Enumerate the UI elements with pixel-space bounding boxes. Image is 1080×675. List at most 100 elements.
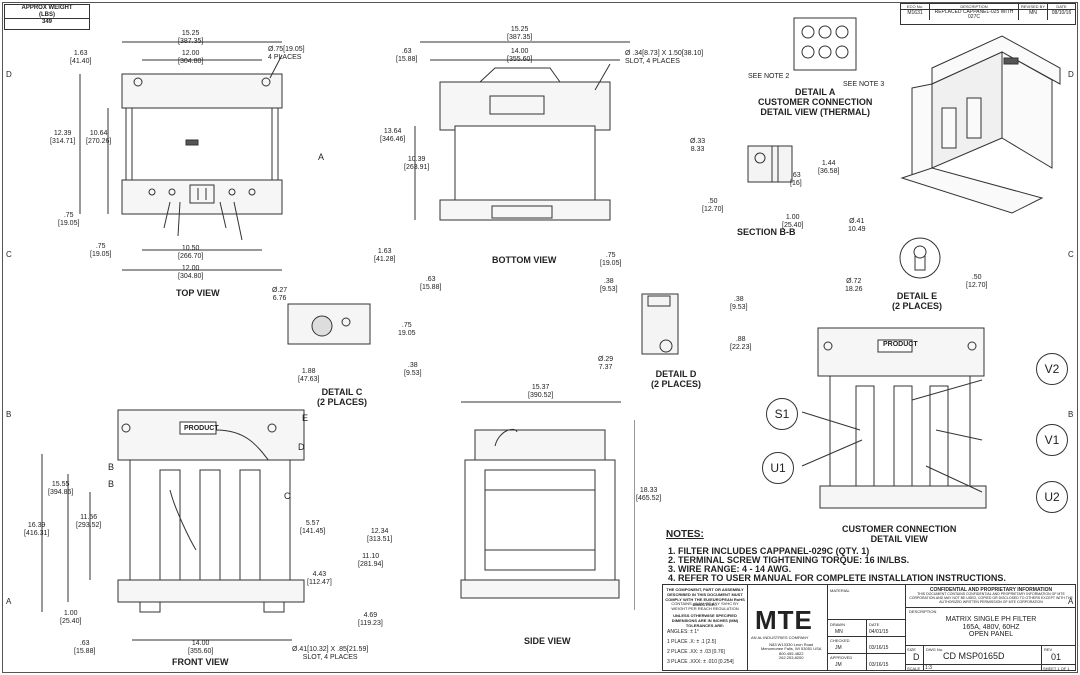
- bottom-h-inner: 10.39[263.91]: [404, 156, 430, 172]
- detail-c-drawing: [287, 303, 371, 345]
- tb-dwg-label: DWG No.: [926, 647, 944, 652]
- detail-c-label: DETAIL C (2 PLACES): [317, 387, 368, 407]
- front-callout-d: D: [298, 442, 305, 452]
- weight-box: APPROX WEIGHT (LBS) 349: [4, 4, 90, 30]
- detail-c-width: 1.88[47.63]: [298, 368, 320, 384]
- front-mid: 5.57[141.45]: [300, 520, 326, 536]
- detail-e-drawing: [899, 237, 941, 279]
- grid-letter-right-a: A: [1068, 597, 1074, 606]
- top-base-w: 12.00[304.80]: [178, 265, 204, 281]
- customer-connection-drawing: [801, 327, 987, 509]
- detail-d-hole: Ø.29 7.37: [598, 356, 614, 372]
- tb-scale-label: SCALE: [907, 666, 921, 671]
- side-view-drawing: [460, 401, 635, 610]
- front-foot-r: 4.69[119.23]: [358, 612, 383, 628]
- tb-size: D: [913, 652, 920, 662]
- section-bb-h2: .63[16]: [790, 172, 802, 188]
- tb-rev-label: REV: [1044, 647, 1053, 652]
- mte-logo: MTE: [755, 605, 813, 635]
- front-h-body: 15.55[394.86]: [48, 481, 74, 497]
- weight-value: 349: [41, 19, 52, 26]
- bottom-left-edge: .63[15.88]: [396, 48, 418, 64]
- detail-a-label: DETAIL A CUSTOMER CONNECTION DETAIL VIEW…: [758, 87, 873, 117]
- detail-a-note2: SEE NOTE 2: [748, 73, 790, 80]
- tb-rev: 01: [1051, 652, 1062, 662]
- grid-letter-right-c: C: [1068, 250, 1074, 259]
- top-view-label: TOP VIEW: [176, 288, 220, 298]
- detail-e-big: Ø.72 18.26: [845, 278, 863, 294]
- note-3: 3. WIRE RANGE: 4 - 14 AWG.: [668, 564, 792, 574]
- front-foot-l: 1.00[25.40]: [60, 610, 82, 626]
- title-block: THE COMPONENT, PART OR ASSEMBLY DESCRIBE…: [662, 584, 1076, 671]
- detail-e-small: Ø.41 10.49: [848, 218, 866, 234]
- detail-d-left: .38[9.53]: [600, 278, 618, 294]
- detail-d-top: .75[19.05]: [600, 252, 622, 268]
- bottom-view-label: BOTTOM VIEW: [492, 255, 557, 265]
- top-w-inner: 12.00[304.80]: [178, 50, 204, 66]
- note-4: 4. REFER TO USER MANUAL FOR COMPLETE INS…: [668, 573, 1006, 583]
- top-callout-a: A: [318, 152, 325, 162]
- grid-letter-right-d: D: [1068, 70, 1074, 79]
- detail-c-hole: Ø.27 6.76: [272, 287, 288, 303]
- tb-tolerance-header: UNLESS OTHERWISE SPECIFIED DIMENSIONS AR…: [671, 613, 739, 628]
- section-bb-drawing: [747, 145, 793, 183]
- top-w-outer: 15.25[387.35]: [178, 30, 204, 46]
- tb-drawn-label: DRAWN: [830, 622, 845, 627]
- detail-d-drawing: [641, 293, 679, 355]
- front-h-total: 16.39[416.31]: [24, 522, 50, 538]
- top-foot-w: 10.50[266.70]: [178, 245, 204, 261]
- terminal-u2: U2: [1036, 481, 1068, 513]
- tb-date-label: DATE: [869, 622, 880, 627]
- rev-eco: M1631: [901, 10, 930, 20]
- rev-date: 08/10/16: [1051, 10, 1072, 16]
- detail-c-top: .63[15.88]: [420, 276, 442, 292]
- tb-contains: CONTAINS <0.1% OF ANY SVHC BY WEIGHT PER…: [671, 601, 739, 611]
- detail-d-r2: .88[22.23]: [730, 336, 752, 352]
- bottom-w-inner: 14.00[355.60]: [507, 48, 533, 64]
- bottom-h-outer: 13.64[346.46]: [380, 128, 406, 144]
- top-hole: Ø.75[19.05]4 PLACES: [268, 46, 305, 62]
- tb-dwg: CD MSP0165D: [943, 651, 1005, 661]
- bottom-w-outer: 15.25[387.35]: [507, 26, 533, 42]
- tb-confidential-title: CONFIDENTIAL AND PROPRIETARY INFORMATION: [929, 587, 1053, 593]
- tb-material-label: MATERIAL: [830, 588, 850, 593]
- front-callout-b-2: B: [108, 479, 115, 489]
- front-view-drawing: [41, 409, 305, 641]
- terminal-v2: V2: [1036, 353, 1068, 385]
- detail-d-label: DETAIL D (2 PLACES): [651, 369, 702, 389]
- tb-angles: ANGLES: ± 1°: [667, 629, 699, 635]
- front-mid2: 4.43[112.47]: [307, 571, 332, 587]
- tb-place2: 2 PLACE .XX: ± .03 [0.76]: [667, 649, 725, 655]
- detail-e-label: DETAIL E (2 PLACES): [892, 291, 943, 311]
- rev-by: MN: [1019, 10, 1048, 20]
- front-base-l: .63[15.88]: [74, 640, 96, 656]
- detail-a-note3: SEE NOTE 3: [843, 81, 885, 88]
- rev-header-by: REVISED BY: [1019, 4, 1048, 9]
- front-slot: Ø.41[10.32] X .85[21.59]SLOT, 4 PLACES: [292, 646, 369, 662]
- tb-scale: 1:3: [925, 665, 932, 671]
- weight-header: APPROX WEIGHT (LBS): [5, 5, 89, 20]
- rev-header-date: DATE: [1056, 4, 1067, 9]
- tb-approved-date: 03/16/15: [869, 662, 889, 668]
- bottom-bot-edge: 1.63[41.28]: [374, 248, 396, 264]
- bottom-slot: Ø .34[8.73] X 1.50[38.10]SLOT, 4 PLACES: [625, 50, 704, 66]
- customer-product-label: PRODUCT: [883, 341, 918, 348]
- top-bot-left: .75[19.05]: [58, 212, 80, 228]
- detail-e-off: .50[12.70]: [966, 274, 988, 290]
- side-w: 15.37[390.52]: [528, 384, 554, 400]
- front-product-label: PRODUCT: [184, 425, 219, 432]
- tb-drawn-date: 04/01/15: [869, 629, 889, 635]
- side-h: 18.33[465.52]: [636, 487, 662, 503]
- front-callout-e: E: [302, 413, 309, 423]
- top-h-outer: 12.39[314.71]: [50, 130, 76, 146]
- front-h-inner: 11.56[293.52]: [76, 514, 102, 530]
- terminal-s1: S1: [766, 398, 798, 430]
- front-right-h: 12.34[313.51]: [367, 528, 393, 544]
- section-bb-h1: 1.44[36.58]: [818, 160, 840, 176]
- side-view-label: SIDE VIEW: [524, 636, 571, 646]
- tb-confidential-body: THIS DOCUMENT CONTAINS CONFIDENTIAL AND …: [909, 592, 1073, 604]
- tb-description-label: DESCRIPTION: [909, 609, 937, 614]
- tb-checked: JM: [835, 645, 842, 651]
- front-callout-b-1: B: [108, 462, 115, 472]
